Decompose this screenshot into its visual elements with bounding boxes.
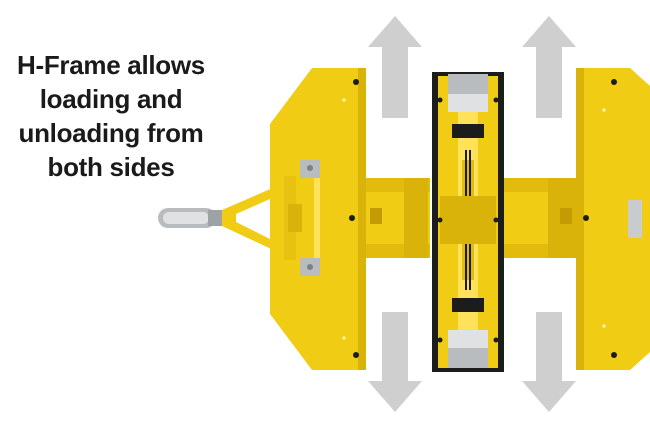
arrow-up-left-icon <box>368 16 422 118</box>
arrow-down-left-icon <box>368 312 422 412</box>
right-wing-panel <box>576 68 650 370</box>
tow-bar <box>158 160 326 276</box>
central-spine <box>432 72 504 372</box>
caption-text: H-Frame allows loading and unloading fro… <box>4 48 218 184</box>
arrow-down-right-icon <box>522 312 576 412</box>
connector-beams <box>366 178 578 258</box>
caption-line-1: H-Frame allows <box>17 50 205 80</box>
caption-line-2: loading and <box>39 84 183 114</box>
arrow-up-right-icon <box>522 16 576 118</box>
caption-line-3: unloading from <box>18 118 204 148</box>
caption-line-4: both sides <box>47 152 175 182</box>
